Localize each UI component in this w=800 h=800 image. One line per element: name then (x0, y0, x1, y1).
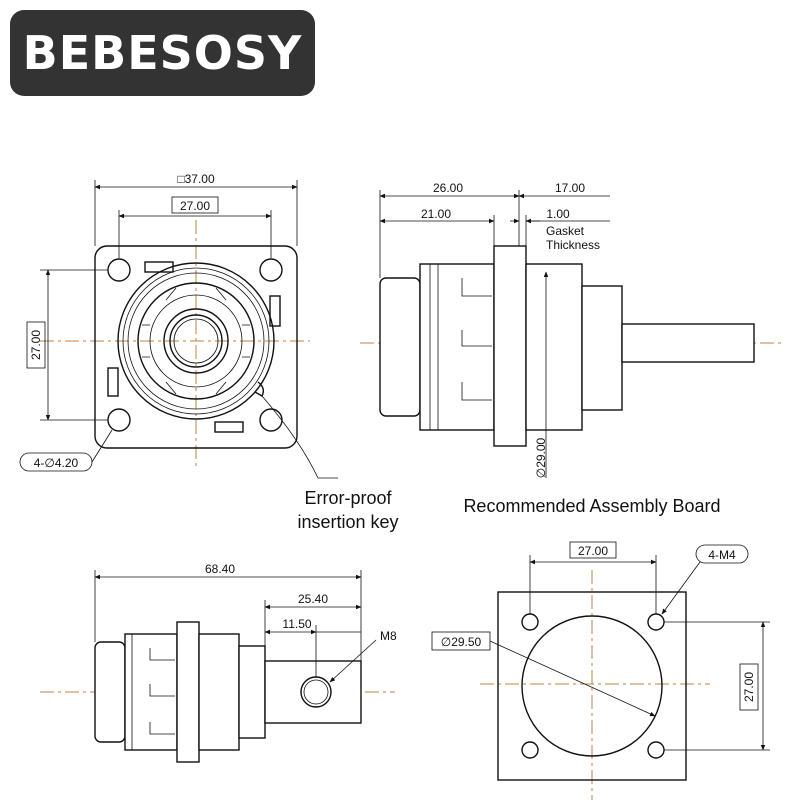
mount-hole (259, 258, 283, 282)
clip (269, 295, 281, 327)
board-hole-spacing-h: 27.00 (578, 544, 608, 558)
bottom-stud (264, 660, 362, 724)
board-outline (497, 591, 687, 781)
board-cutout-diameter: ∅29.50 (441, 635, 482, 649)
board-hole-spacing-v: 27.00 (742, 672, 756, 702)
assembly-board-title: Recommended Assembly Board (463, 496, 720, 516)
front-view: □37.00 27.00 27.00 4-∅4.20 Error-proof i… (19, 172, 399, 532)
side-length-right: 17.00 (555, 181, 585, 195)
brand-name: BEBESOSY (22, 26, 303, 80)
front-hole-spacing-h: 27.00 (180, 199, 210, 213)
bottom-rear-body (198, 633, 240, 751)
bottom-rear-sleeve (238, 645, 266, 739)
side-diameter: ∅29.00 (534, 437, 548, 478)
side-gasket-dim: 1.00 (546, 207, 570, 221)
board-hole (521, 613, 539, 631)
bottom-view: 68.40 25.40 11.50 M8 (40, 562, 397, 763)
bottom-thread: M8 (380, 629, 397, 643)
side-stud (621, 323, 755, 363)
mount-hole (107, 408, 131, 432)
side-front-cap (379, 277, 421, 417)
bottom-body (124, 633, 178, 751)
board-cutout (521, 615, 663, 757)
side-rear-sleeve (581, 285, 623, 411)
bottom-total-length: 68.40 (205, 562, 235, 576)
bottom-front-cap (94, 641, 126, 743)
board-hole (647, 741, 665, 759)
assembly-board: 27.00 27.00 4-M4 ∅29.50 (431, 541, 770, 800)
clip (214, 421, 244, 433)
board-hole-callout: 4-M4 (708, 548, 736, 562)
key-label-line2: insertion key (297, 512, 398, 532)
mount-hole (259, 408, 283, 432)
front-hole-callout: 4-∅4.20 (34, 456, 79, 470)
front-square-dim: □37.00 (177, 172, 215, 186)
side-body-length: 21.00 (421, 207, 451, 221)
front-hole-spacing-v: 27.00 (29, 330, 43, 360)
side-length-left: 26.00 (433, 181, 463, 195)
bottom-hole-offset: 11.50 (282, 617, 311, 631)
front-mount-holes (107, 258, 283, 432)
board-hole (521, 741, 539, 759)
bottom-flange (176, 621, 200, 763)
front-connector-body (117, 262, 275, 420)
clip (107, 367, 119, 397)
front-flange (94, 245, 298, 449)
side-view: 26.00 17.00 21.00 1.00 Gasket Thickness … (360, 181, 785, 478)
brand-logo: BEBESOSY (10, 10, 315, 96)
side-body (419, 263, 495, 431)
clip (144, 261, 174, 273)
side-gasket-line1: Gasket (546, 224, 585, 238)
mount-hole (107, 258, 131, 282)
board-hole (647, 613, 665, 631)
side-flange (493, 245, 527, 447)
key-label-line1: Error-proof (304, 488, 392, 508)
side-rear-body (525, 263, 583, 431)
insertion-key (254, 381, 265, 397)
bottom-stud-length: 25.40 (298, 592, 328, 606)
side-gasket-line2: Thickness (546, 238, 600, 252)
